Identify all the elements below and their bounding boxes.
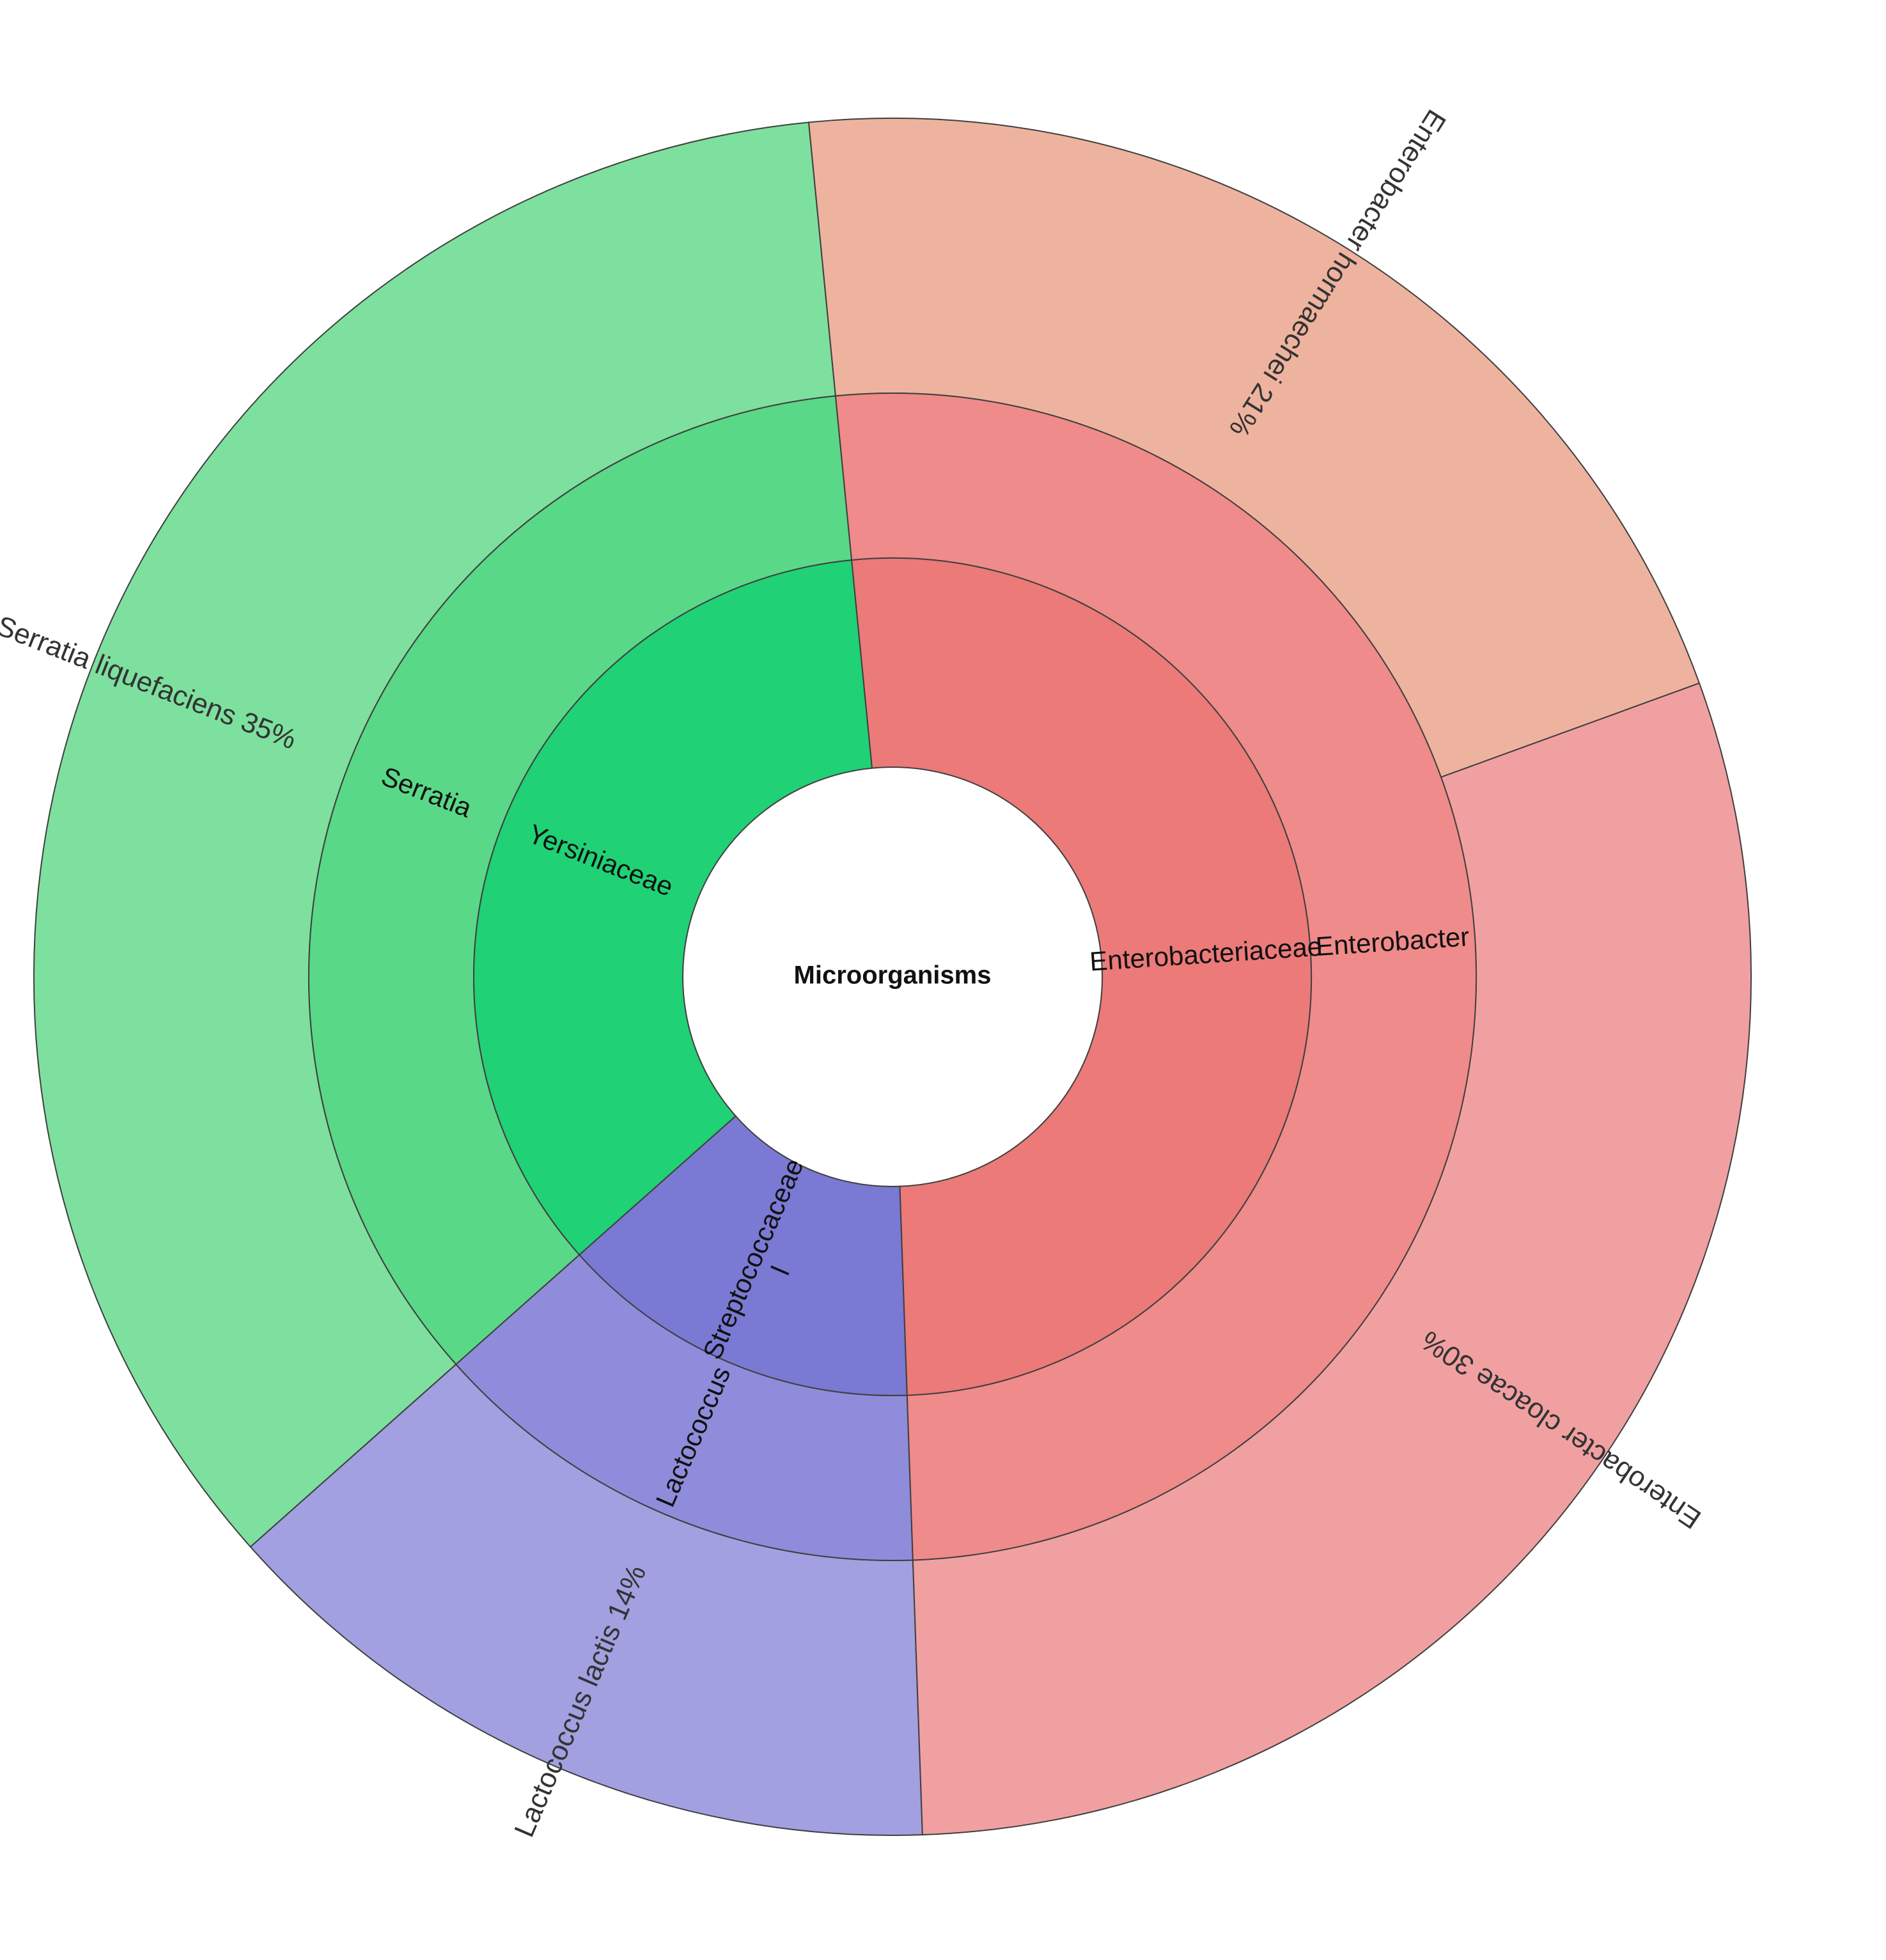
segment-yersiniaceae[interactable]	[473, 559, 873, 1256]
segment-enterobacteriaceae[interactable]	[850, 557, 1313, 1396]
segment-streptococcaceae-l[interactable]	[578, 1115, 908, 1396]
segment-layer	[33, 118, 1752, 1836]
center-label: Microorganisms	[794, 961, 992, 990]
